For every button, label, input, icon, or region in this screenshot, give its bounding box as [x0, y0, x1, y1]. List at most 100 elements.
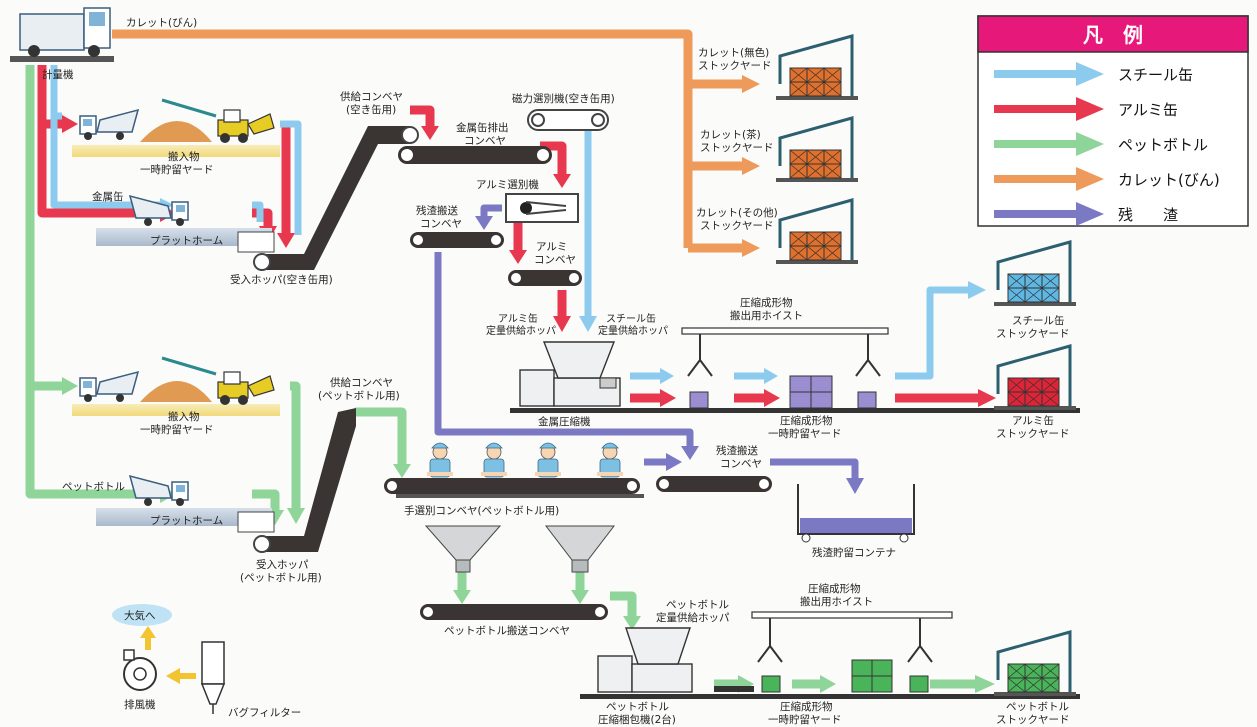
legend-swatch	[994, 210, 1076, 218]
metal-discharge-conveyor	[398, 146, 552, 164]
legend-item-label: アルミ缶	[1118, 101, 1178, 119]
label-magnetic-separator: 磁力選別機(空き缶用)	[512, 92, 615, 105]
legend-title: 凡 例	[1083, 23, 1143, 47]
label-comp-yard2-b: 一時貯留ヤード	[768, 713, 842, 726]
label-platform1: プラットホーム	[150, 235, 223, 247]
residue-container	[797, 484, 915, 543]
aluminum-conveyor	[508, 270, 582, 286]
label-alu-hopper-b: 定量供給ホッパ	[486, 324, 556, 337]
label-hoist2-a: 圧縮成形物	[808, 582, 861, 595]
steel-stockyard-shed	[994, 240, 1076, 306]
label-comp-yard2-a: 圧縮成形物	[780, 700, 833, 713]
legend-swatch	[994, 105, 1076, 113]
supply-conveyor-2	[253, 408, 356, 553]
label-supply-conv2-b: (ペットボトル用)	[318, 390, 400, 402]
hoist-2	[751, 611, 953, 693]
magnetic-separator	[527, 109, 609, 131]
legend-item-label: カレット(びん)	[1118, 171, 1220, 189]
temp-storage-yard-2	[72, 356, 280, 416]
label-supply-conv1-a: 供給コンベヤ	[340, 90, 403, 103]
label-hoist1-a: 圧縮成形物	[740, 296, 793, 309]
label-pet-hopper-a: ペットボトル	[666, 599, 729, 611]
label-cullet-brown-a: カレット(茶)	[700, 128, 761, 141]
cullet-flow	[112, 29, 742, 253]
label-yard2-b: 一時貯留ヤード	[140, 423, 214, 436]
cullet-arrowheads	[742, 75, 760, 257]
label-residue-conv2-b: コンベヤ	[720, 458, 762, 470]
label-steel-hopper-b: 定量供給ホッパ	[598, 324, 668, 337]
label-hand-sort: 手選別コンベヤ(ペットボトル用)	[404, 504, 559, 517]
arrow-icon	[1076, 97, 1104, 121]
legend-item: スチール缶	[994, 62, 1193, 86]
hand-sorting-conveyor	[384, 442, 644, 498]
legend-item-label: 残 渣	[1118, 206, 1178, 224]
label-residue-conv1-a: 残渣搬送	[416, 204, 458, 217]
label-metal-discharge-a: 金属缶排出	[456, 121, 509, 134]
legend-item: ペットボトル	[994, 132, 1208, 156]
cullet-other-stockyard	[776, 198, 858, 264]
bag-filter	[200, 641, 226, 714]
label-metal-discharge-b: コンベヤ	[464, 135, 506, 147]
legend-swatch	[994, 70, 1076, 78]
aluminum-flow	[37, 65, 978, 403]
label-pet-stock-a: ペットボトル	[1006, 701, 1069, 713]
compressed-storage-2	[851, 659, 893, 693]
compressed-storage-1	[789, 375, 833, 409]
pet-flow	[25, 65, 975, 689]
aluminum-stockyard-shed	[994, 344, 1076, 410]
label-yard1-b: 一時貯留ヤード	[140, 163, 214, 176]
platform-1	[96, 195, 275, 253]
steel-arrowheads	[160, 198, 986, 384]
label-steel-stock-a: スチール缶	[1012, 314, 1065, 327]
label-steel-stock-b: ストックヤード	[996, 328, 1070, 340]
pet-transfer-conveyor	[420, 604, 608, 620]
label-exhaust-fan: 排風機	[124, 698, 156, 711]
label-hoist2-b: 搬出用ホイスト	[800, 595, 873, 608]
label-metal-can: 金属缶	[92, 190, 124, 203]
residue-flow	[434, 204, 859, 478]
arrow-icon	[1076, 132, 1104, 156]
label-comp-yard1-a: 圧縮成形物	[780, 414, 833, 427]
scale-truck	[10, 7, 114, 62]
arrow-icon	[1076, 167, 1104, 191]
label-supply-conv1-b: (空き缶用)	[346, 103, 396, 116]
temp-storage-yard-1	[72, 98, 280, 157]
legend-item: アルミ缶	[994, 97, 1178, 121]
label-atmosphere: 大気へ	[124, 609, 156, 622]
label-cullet-clear-a: カレット(無色)	[698, 46, 769, 59]
label-cullet-clear-b: ストックヤード	[698, 60, 772, 72]
label-pet-in: ペットボトル	[62, 481, 125, 493]
label-pet-press-b: 圧縮梱包機(2台)	[598, 713, 676, 726]
label-alu-conv-a: アルミ	[536, 241, 567, 253]
arrow-icon	[1076, 202, 1104, 226]
label-yard1-a: 搬入物	[168, 150, 200, 163]
label-residue-conv1-b: コンベヤ	[420, 218, 462, 230]
label-platform2: プラットホーム	[150, 515, 223, 527]
cullet-stockyards	[776, 34, 858, 264]
label-alu-stock-a: アルミ缶	[1012, 414, 1054, 427]
cullet-clear-stockyard	[776, 34, 858, 100]
legend-item: 残 渣	[994, 202, 1178, 226]
steel-stockyard	[994, 240, 1076, 306]
pet-stockyard	[994, 630, 1076, 696]
label-comp-yard1-b: 一時貯留ヤード	[768, 427, 842, 440]
label-cullet-other-b: ストックヤード	[700, 220, 774, 232]
label-residue-conv2-a: 残渣搬送	[716, 444, 758, 457]
label-alu-separator: アルミ選別機	[476, 178, 539, 191]
label-metal-press: 金属圧縮機	[538, 415, 591, 428]
aluminum-separator	[505, 193, 579, 223]
label-hopper2-b: (ペットボトル用)	[240, 572, 322, 584]
label-residue-container: 残渣貯留コンテナ	[812, 546, 896, 559]
residue-conveyor-2	[656, 476, 772, 492]
label-cullet-brown-b: ストックヤード	[700, 142, 774, 154]
exhaust-fan	[123, 649, 157, 691]
supply-conveyor-1	[253, 126, 419, 271]
label-yard2-a: 搬入物	[168, 410, 200, 423]
hoist-1	[681, 327, 889, 409]
platform-2	[96, 475, 275, 533]
label-alu-stock-b: ストックヤード	[996, 428, 1070, 440]
label-pet-conveyor: ペットボトル搬送コンベヤ	[444, 624, 570, 637]
label-cullet-bin: カレット(びん)	[126, 17, 197, 29]
label-pet-stock-b: ストックヤード	[996, 714, 1070, 726]
